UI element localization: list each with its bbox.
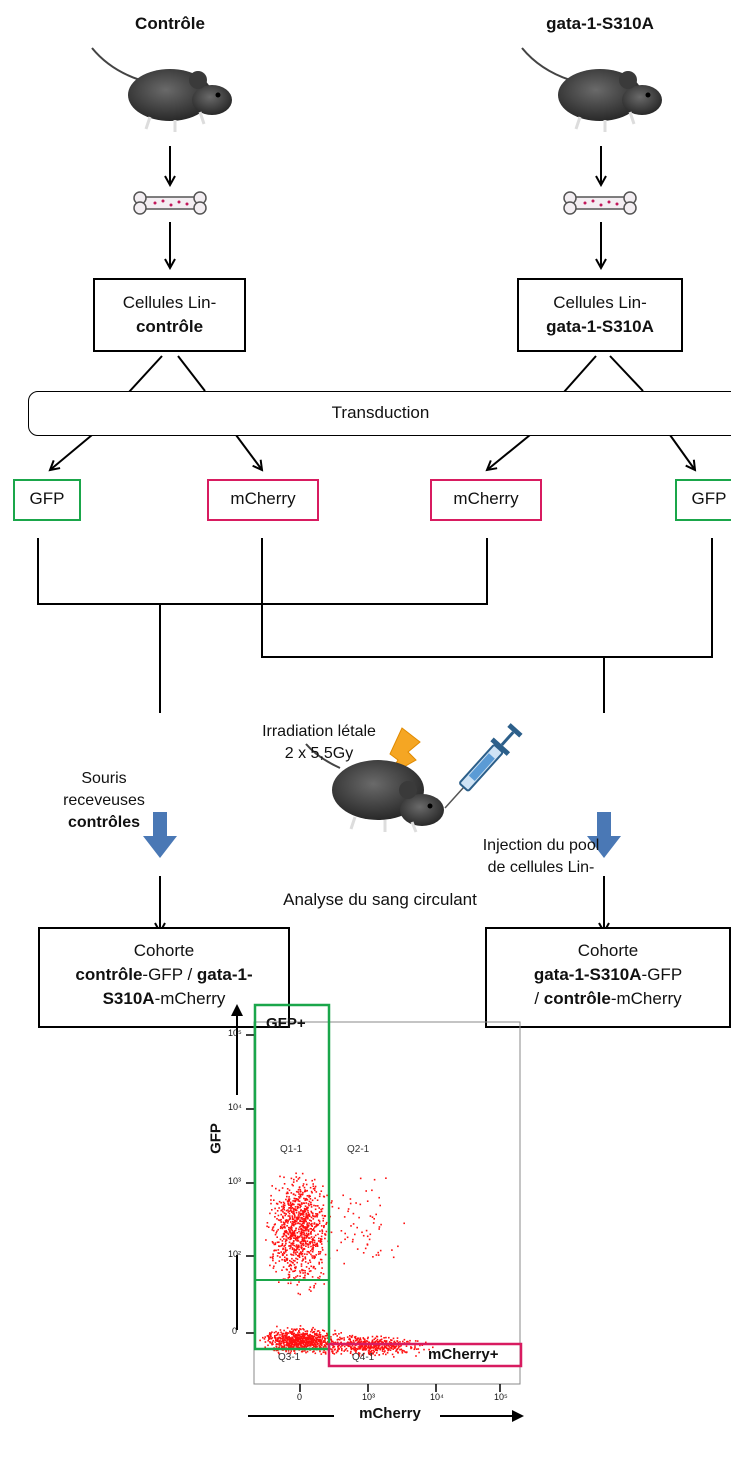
cohort-left-t2: -mCherry — [154, 989, 226, 1008]
quadrant-q1: Q1-1 — [280, 1144, 303, 1155]
cohort-right-t1: -GFP — [641, 965, 683, 984]
recipients-line1: Souris — [81, 770, 127, 787]
cohort-left-b2: gata-1- — [196, 965, 253, 984]
y-axis-label: GFP — [207, 1123, 225, 1154]
y-tick-1: 10⁵ — [228, 1028, 242, 1038]
injection-line1: Injection du pool — [482, 837, 600, 854]
irradiation-line1: Irradiation létale — [262, 723, 376, 740]
cohort-left-b3: S310A — [102, 989, 155, 1008]
left-cells-box: Cellules Lin- contrôle — [93, 278, 246, 352]
x-tick-1: 0 — [297, 1392, 303, 1402]
x-tick-3: 10⁴ — [430, 1392, 444, 1402]
cohort-right-t2: / — [534, 989, 544, 1008]
cohort-left-box: Cohorte contrôle-GFP / gata-1- S310A-mCh… — [38, 927, 290, 1028]
y-tick-3: 10³ — [228, 1176, 242, 1186]
analysis-title: Analyse du sang circulant — [283, 890, 477, 909]
left-cells-line1: Cellules Lin- — [122, 293, 217, 312]
syringe-icon — [444, 723, 523, 809]
cohort-right-box: Cohorte gata-1-S310A-GFP / contrôle-mChe… — [485, 927, 731, 1028]
x-axis-label: mCherry — [359, 1405, 421, 1422]
mcherry-box-2: mCherry — [430, 479, 542, 521]
y-tick-2: 10⁴ — [228, 1102, 242, 1112]
y-tick-4: 10² — [228, 1249, 242, 1259]
left-cells-line2: contrôle — [135, 317, 204, 336]
x-tick-4: 10⁵ — [494, 1392, 508, 1402]
cohort-right-b2: contrôle — [543, 989, 611, 1008]
cohort-left-title: Cohorte — [133, 941, 195, 960]
gfp-box-2: GFP — [675, 479, 731, 521]
blue-arrows — [143, 812, 621, 858]
right-cells-line1: Cellules Lin- — [553, 293, 647, 312]
mcherry-gate-label: mCherry+ — [428, 1346, 499, 1363]
right-cells-line2: gata-1-S310A — [546, 317, 654, 336]
gfp-box-1: GFP — [13, 479, 81, 521]
cohort-left-t1: -GFP / — [142, 965, 197, 984]
mcherry-box-1: mCherry — [207, 479, 319, 521]
gfp-gate-label: GFP+ — [266, 1015, 306, 1032]
cohort-right-b1: gata-1-S310A — [533, 965, 642, 984]
injection-line2: de cellules Lin- — [487, 859, 595, 876]
cohort-left-b1: contrôle — [75, 965, 143, 984]
quadrant-q4: Q4-1 — [352, 1352, 375, 1363]
y-tick-5: 0 — [232, 1326, 238, 1336]
transduction-box: Transduction — [28, 391, 731, 436]
recipients-line3: contrôles — [67, 814, 140, 831]
irradiation-line2: 2 x 5,5Gy — [284, 745, 354, 762]
cohort-right-title: Cohorte — [577, 941, 639, 960]
transduction-label: Transduction — [331, 403, 430, 422]
recipients-line2: receveuses — [63, 792, 145, 809]
cohort-right-t3: -mCherry — [610, 989, 682, 1008]
right-cells-box: Cellules Lin- gata-1-S310A — [517, 278, 683, 352]
left-title: Contrôle — [135, 14, 205, 33]
right-title: gata-1-S310A — [546, 14, 654, 33]
quadrant-q3: Q3-1 — [278, 1352, 301, 1363]
x-tick-2: 10³ — [362, 1392, 376, 1402]
quadrant-q2: Q2-1 — [347, 1144, 370, 1155]
